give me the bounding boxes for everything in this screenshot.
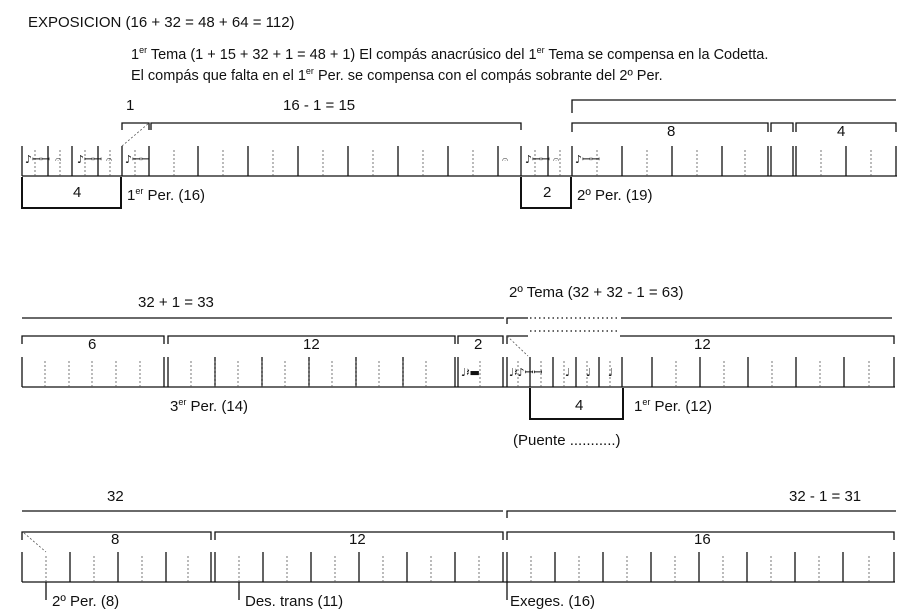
s2-per3-label: 3er Per. (14) xyxy=(170,398,248,416)
s2-top-line-right xyxy=(506,317,892,324)
s2-barlines xyxy=(21,357,895,387)
s2-group1-label: 6 xyxy=(88,336,97,353)
intro-line-1-d: er xyxy=(536,45,545,55)
s2-group4-label: 12 xyxy=(694,336,711,353)
s3-top-line-right xyxy=(506,510,896,518)
s1-per1-c: Per. (16) xyxy=(143,187,206,204)
s1-motif-7: ♪ꟷꟷ xyxy=(525,153,550,166)
s2-per1b-label: 1er Per. (12) xyxy=(634,398,712,416)
s1-per1-label: 1er Per. (16) xyxy=(127,187,205,205)
s1-box-left xyxy=(21,177,122,209)
page-title: EXPOSICION (16 + 32 = 48 + 64 = 112) xyxy=(28,14,295,31)
s2-motif-2: ♩𝄽♪ꟷꟷ xyxy=(509,366,543,379)
s2-box-label: 4 xyxy=(575,397,584,414)
s1-motif-2: 𝄐 xyxy=(55,153,61,166)
intro-line-2: El compás que falta en el 1er Per. se co… xyxy=(131,67,663,85)
s2-motif-3: ♩ xyxy=(565,366,570,379)
s3-anacrusis-dash xyxy=(23,532,47,553)
s1-upper-left-label: 1 xyxy=(126,97,135,114)
s2-bracket-g3 xyxy=(457,335,504,344)
s1-bracket-r1 xyxy=(571,122,769,132)
s3-group1-label: 8 xyxy=(111,531,120,548)
s2-per1b-a: 1 xyxy=(634,398,643,415)
s1-motif-5: ♪ꟷꟷ xyxy=(125,153,150,166)
s2-per1b-c: Per. (12) xyxy=(650,398,713,415)
s1-per1-b: er xyxy=(135,186,144,196)
intro-line-1-a: 1 xyxy=(131,47,140,63)
s1-bracket-upper-mid xyxy=(150,122,522,130)
s1-anacrusis-dash xyxy=(121,122,150,147)
s2-per3-b: er xyxy=(178,397,187,407)
s1-upper-r2-label: 4 xyxy=(837,123,846,140)
s1-motif-6: 𝄐 xyxy=(502,153,508,166)
s2-puente-label: (Puente ...........) xyxy=(513,432,621,449)
s1-motif-9: ♪ꟷꟷ xyxy=(575,153,600,166)
s3-bracket-g2 xyxy=(214,531,504,540)
intro-line-1-c: Tema (1 + 15 + 32 + 1 = 48 + 1) El compá… xyxy=(147,47,537,63)
s3-barlines xyxy=(21,552,895,582)
s2-box xyxy=(529,388,624,420)
s1-box-mid xyxy=(520,177,572,209)
s1-upper-mid-label: 16 - 1 = 15 xyxy=(283,97,356,114)
s2-motif-4: ♩ xyxy=(586,366,591,379)
system-2: ♩𝄽▬ ♩𝄽♪ꟷꟷ ♩ ♩ ♩ xyxy=(21,317,895,420)
intro-line-2-c: Per. se compensa con el compás sobrante … xyxy=(313,68,663,84)
s1-bracket-r-small xyxy=(770,122,794,132)
s1-bracket-upper-left xyxy=(121,122,150,130)
s1-box-mid-label: 2 xyxy=(543,184,552,201)
intro-line-1-b: er xyxy=(139,45,148,55)
s3-group3-label: 16 xyxy=(694,531,711,548)
s2-bracket-g4 xyxy=(506,335,895,344)
s3-destrans-label: Des. trans (11) xyxy=(245,593,344,610)
s3-bracket-g1 xyxy=(21,531,212,540)
s1-motif-1: ♪ꟷꟷ xyxy=(25,153,50,166)
intro-line-2-a: El compás que falta en el 1 xyxy=(131,68,306,84)
s3-bracket-g3 xyxy=(506,531,895,540)
s1-motif-8: 𝄐 xyxy=(553,153,559,166)
s1-upper-r1-label: 8 xyxy=(667,123,676,140)
s3-group2-label: 12 xyxy=(349,531,366,548)
s1-motif-3: ♪ꟷꟷ xyxy=(77,153,102,166)
s1-rhythm-motifs: ♪ꟷꟷ 𝄐 ♪ꟷꟷ 𝄐 ♪ꟷꟷ 𝄐 ♪ꟷꟷ 𝄐 ♪ꟷꟷ xyxy=(25,153,600,166)
system-1: ♪ꟷꟷ 𝄐 ♪ꟷꟷ 𝄐 ♪ꟷꟷ 𝄐 ♪ꟷꟷ 𝄐 ♪ꟷꟷ xyxy=(21,99,897,209)
s2-rhythm-motifs: ♩𝄽▬ ♩𝄽♪ꟷꟷ ♩ ♩ ♩ xyxy=(461,366,613,379)
s2-per3-a: 3 xyxy=(170,398,179,415)
s3-top-right-label: 32 - 1 = 31 xyxy=(789,488,862,505)
s2-top-right-label: 2º Tema (32 + 32 - 1 = 63) xyxy=(509,284,684,301)
s1-per2-label: 2º Per. (19) xyxy=(577,187,653,204)
system-3 xyxy=(21,510,896,600)
s2-anacrusis-dash xyxy=(506,335,529,357)
s2-motif-5: ♩ xyxy=(608,366,613,379)
s3-per2-label: 2º Per. (8) xyxy=(52,593,120,610)
intro-line-2-b: er xyxy=(305,66,314,76)
intro-line-1: 1er Tema (1 + 15 + 32 + 1 = 48 + 1) El c… xyxy=(131,46,768,64)
s1-per1-a: 1 xyxy=(127,187,136,204)
s1-bracket-r2 xyxy=(795,122,897,132)
s3-exeges-label: Exeges. (16) xyxy=(510,593,596,610)
s2-per1b-b: er xyxy=(642,397,651,407)
s2-bracket-g2 xyxy=(167,335,456,344)
s1-barlines xyxy=(21,146,897,176)
s1-motif-4: 𝄐 xyxy=(106,153,112,166)
s2-per3-c: Per. (14) xyxy=(186,398,249,415)
intro-line-1-e: Tema se compensa en la Codetta. xyxy=(544,47,769,63)
s2-group2-label: 12 xyxy=(303,336,320,353)
s1-bracket-top-right xyxy=(571,99,896,113)
s2-bracket-g1 xyxy=(21,335,165,344)
s3-top-left-label: 32 xyxy=(107,488,124,505)
s2-group3-label: 2 xyxy=(474,336,483,353)
s2-motif-1: ♩𝄽▬ xyxy=(461,366,480,379)
s2-top-left-label: 32 + 1 = 33 xyxy=(138,294,214,311)
s1-box-left-label: 4 xyxy=(73,184,82,201)
